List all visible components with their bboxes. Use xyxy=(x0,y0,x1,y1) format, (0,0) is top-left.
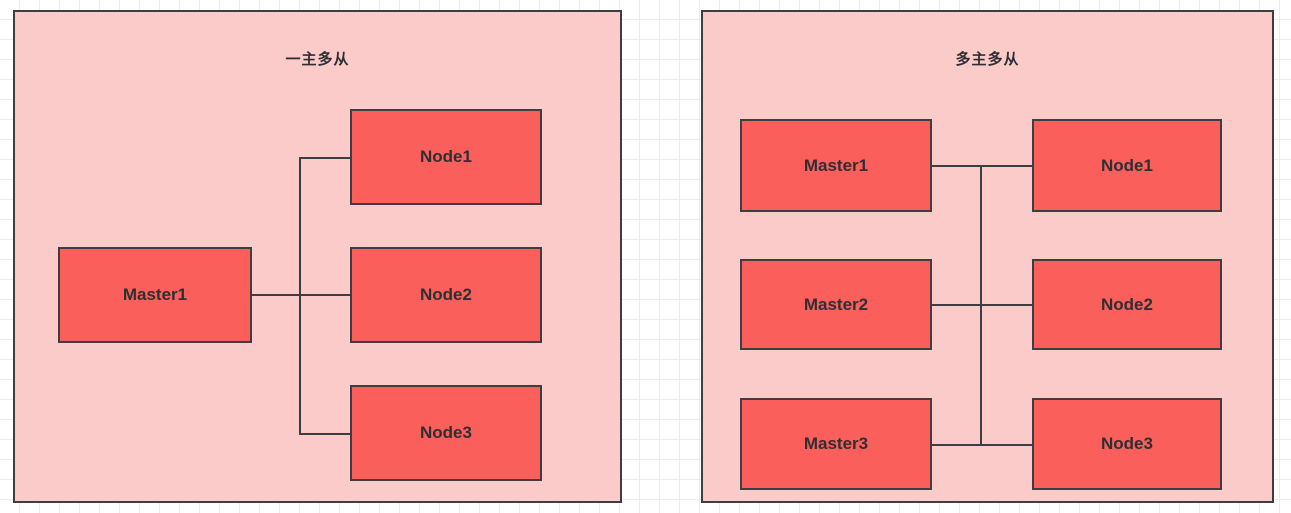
edge-master1-trunk-left xyxy=(252,294,351,296)
box-label: Master1 xyxy=(803,155,869,175)
box-label: Master2 xyxy=(803,294,869,314)
box-label: Master1 xyxy=(122,285,188,304)
box-node1-right[interactable]: Node1 xyxy=(1032,119,1222,212)
box-label: Master3 xyxy=(803,434,869,453)
panel-single-master[interactable]: 一主多从 Master1 Node1 Node2 Node3 xyxy=(13,10,622,503)
panel-single-master-title: 一主多从 xyxy=(285,51,350,68)
edge-master1-node1-right xyxy=(932,165,1033,167)
box-master2-right[interactable]: Master2 xyxy=(740,259,932,350)
box-label: Node3 xyxy=(420,423,472,442)
box-label: Node3 xyxy=(1101,434,1153,453)
box-label: Node2 xyxy=(1101,294,1153,314)
panel-multi-master[interactable]: 多主多从 Master1 Master2 Master3 Node1 Node2… xyxy=(701,10,1274,503)
edge-master3-node3-right xyxy=(932,444,1033,446)
box-node1-left[interactable]: Node1 xyxy=(350,109,542,205)
edge-trunk-left xyxy=(299,157,301,435)
edge-trunk-node3-left xyxy=(299,433,352,435)
edge-master2-node2-right xyxy=(932,304,1033,306)
box-label: Node2 xyxy=(420,285,472,304)
box-node2-left[interactable]: Node2 xyxy=(350,247,542,343)
box-master1-right[interactable]: Master1 xyxy=(740,119,932,212)
box-label: Node1 xyxy=(420,147,472,166)
box-master1-left[interactable]: Master1 xyxy=(58,247,252,343)
box-label: Node1 xyxy=(1101,155,1153,175)
box-node2-right[interactable]: Node2 xyxy=(1032,259,1222,350)
edge-trunk-node1-left xyxy=(299,157,352,159)
panel-multi-master-title: 多主多从 xyxy=(955,51,1020,68)
box-node3-left[interactable]: Node3 xyxy=(350,385,542,481)
box-master3-right[interactable]: Master3 xyxy=(740,398,932,490)
box-node3-right[interactable]: Node3 xyxy=(1032,398,1222,490)
